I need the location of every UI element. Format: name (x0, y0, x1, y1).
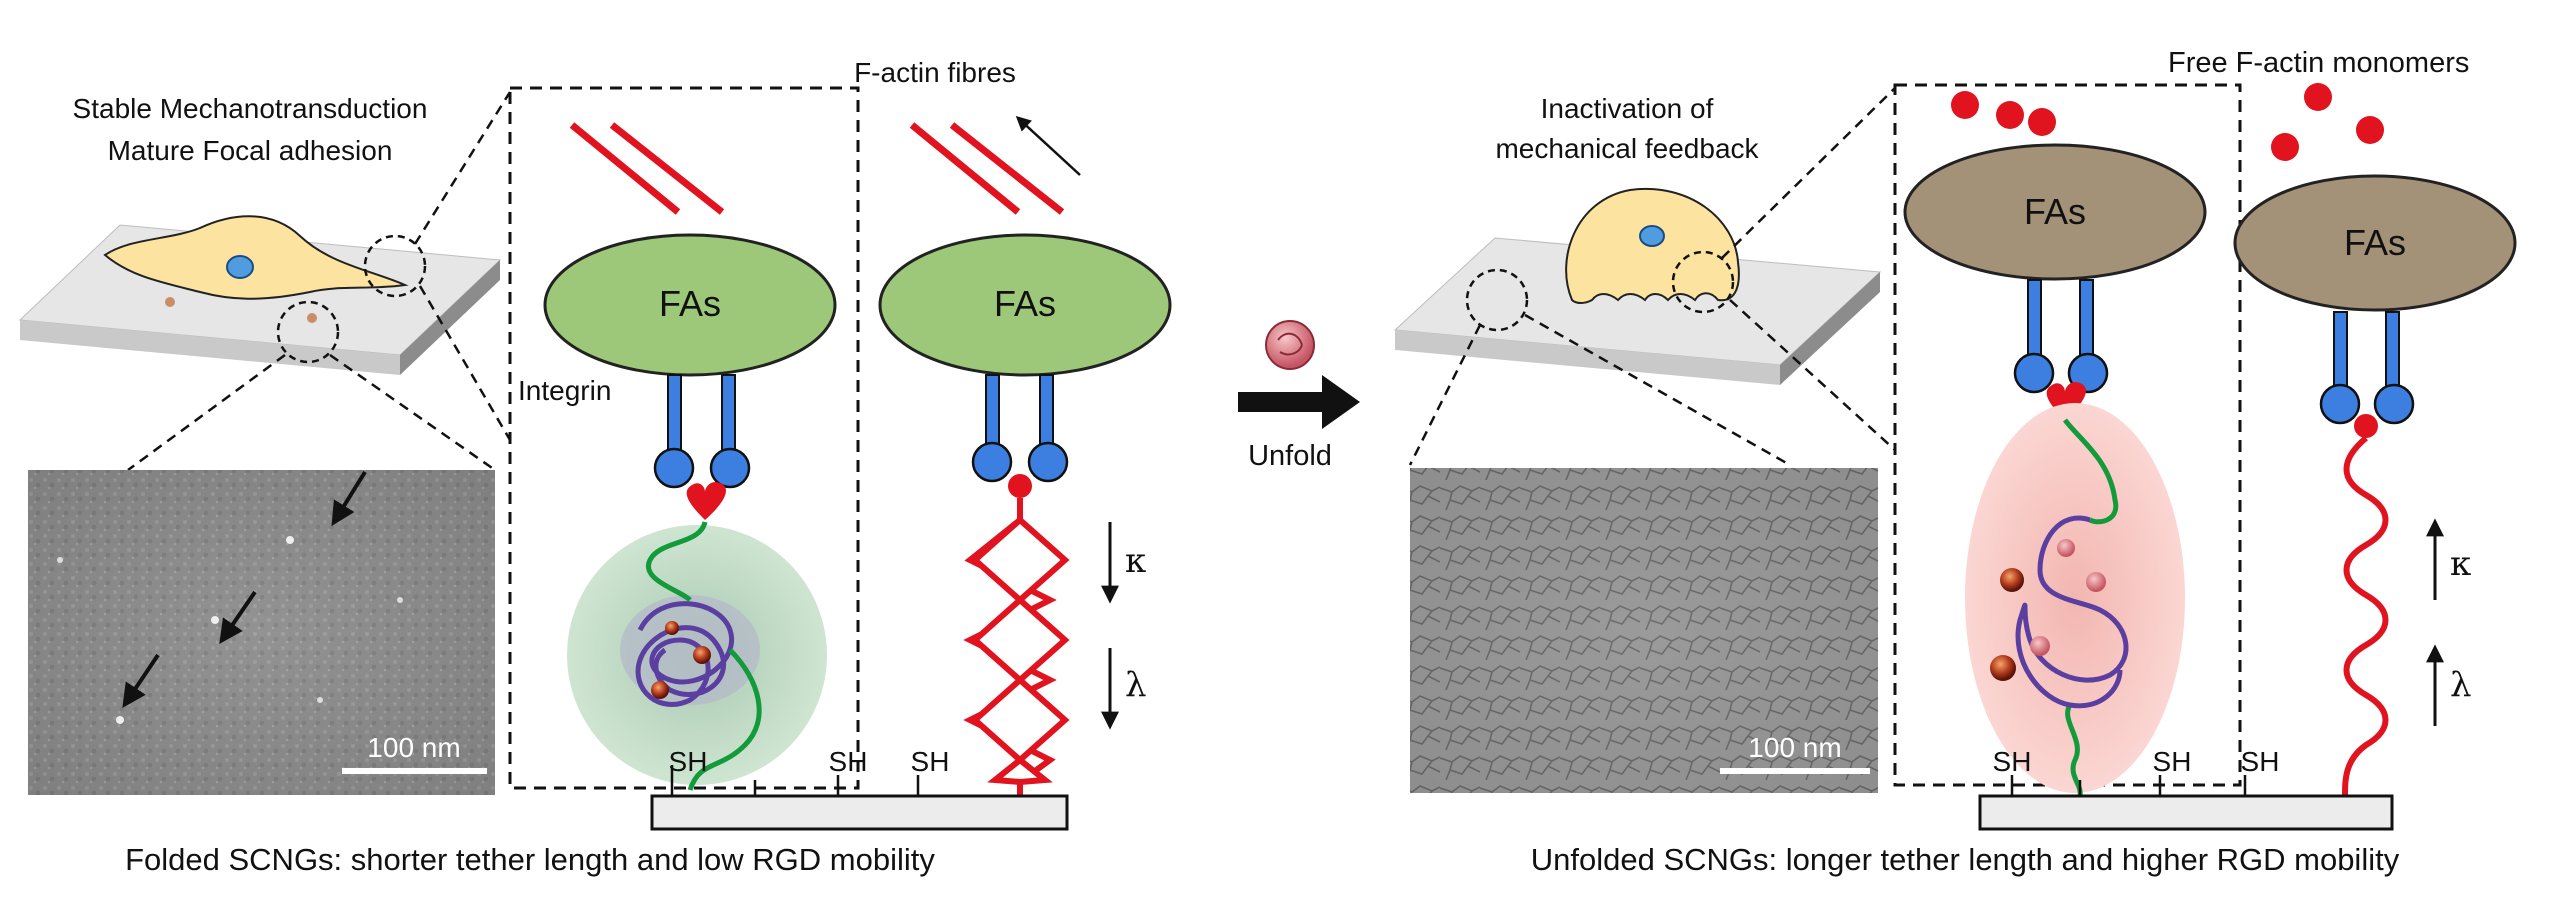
right-nucleus (1639, 225, 1665, 247)
sem-arrow (219, 590, 257, 644)
right-fa-label-2: FAs (2344, 222, 2406, 263)
left-fa-label-2: FAs (994, 283, 1056, 324)
left-fa-ellipse-2 (878, 233, 1172, 377)
right-kappa: κ (2450, 544, 2471, 584)
left-panel: Stable Mechanotransduction Mature Focal … (18, 57, 1172, 877)
nanoparticle (665, 621, 679, 635)
left-zoom-circle (363, 234, 427, 298)
scale-bar (342, 768, 487, 774)
right-caption: Unfolded SCNGs: longer tether length and… (1531, 842, 2400, 877)
right-dashed-box (1893, 83, 2242, 787)
right-scale-bar-label: 100 nm (1748, 732, 1841, 763)
nanoparticle (2057, 539, 2075, 557)
actin-monomer (1951, 91, 1979, 119)
unfolded-tether (2063, 418, 2119, 796)
left-sh-label: SH (829, 746, 868, 777)
integrin-label: Integrin (518, 375, 611, 406)
nanoparticle (2000, 568, 2024, 592)
actin-monomer (2271, 133, 2299, 161)
right-actin-fibre (949, 122, 1065, 215)
left-actin-fibre (609, 122, 725, 215)
left-scale-bar-label: 100 nm (367, 732, 460, 763)
right-header-line1: Inactivation of (1541, 93, 1714, 124)
left-caption: Folded SCNGs: shorter tether length and … (125, 842, 935, 877)
middle-transition: Unfold (1238, 320, 1360, 472)
nanoparticle (2030, 636, 2050, 656)
sem-arrow (122, 653, 160, 708)
right-substrate (1393, 237, 1882, 385)
left-base-bar (650, 794, 1069, 831)
scale-bar (1720, 768, 1870, 774)
unfold-arrow (1238, 375, 1360, 429)
left-lambda: λ (1125, 665, 1147, 705)
right-sh-label: SH (2153, 746, 2192, 777)
right-panel: Inactivation of mechanical feedback 100 … (1393, 47, 2517, 877)
left-factin-label: F-actin fibres (854, 57, 1016, 88)
left-nucleus (226, 255, 254, 279)
right-sem-image: 100 nm (1410, 468, 1878, 793)
right-sh-label: SH (2241, 746, 2280, 777)
unfold-agent-icon (1265, 320, 1315, 370)
actin-monomer (1996, 101, 2024, 129)
right-lambda: λ (2450, 665, 2472, 705)
left-dashed-box (508, 86, 860, 790)
actin-monomer (2304, 83, 2332, 111)
left-integrin (653, 374, 751, 489)
right-fa-ellipse (1903, 143, 2207, 281)
left-header-line2: Mature Focal adhesion (108, 135, 393, 166)
nanoparticle (2086, 572, 2106, 592)
right-actin-fibre (909, 122, 1021, 215)
right-sh-label: SH (1993, 746, 2032, 777)
left-cell (103, 215, 409, 300)
left-cell-dot (307, 313, 317, 323)
actin-direction-arrow (1015, 115, 1081, 176)
right-base-bar (1978, 794, 2394, 831)
right-fa-label: FAs (2024, 191, 2086, 232)
right-integrin-b (2319, 311, 2415, 438)
unfold-label: Unfold (1248, 440, 1332, 472)
left-actin-fibre (569, 122, 681, 215)
spring-diamonds (970, 515, 1070, 786)
left-rgd-heart (686, 482, 726, 520)
actin-monomer (2028, 108, 2056, 136)
right-integrin-a (2013, 279, 2109, 394)
right-zoom-circle (1465, 268, 1529, 332)
left-zoom-circle (276, 300, 340, 364)
left-header-line1: Stable Mechanotransduction (73, 93, 428, 124)
nanoparticle (651, 681, 669, 699)
left-sh-label: SH (669, 746, 708, 777)
left-fa-label: FAs (659, 283, 721, 324)
wavy-tether (2342, 435, 2389, 797)
right-fa-ellipse-2 (2233, 174, 2517, 312)
unfolded-halo (1965, 403, 2185, 793)
left-fa-ellipse (543, 233, 837, 377)
folded-polymer (635, 601, 735, 707)
left-cell-dot (165, 297, 175, 307)
nanoparticle (1990, 655, 2016, 681)
right-header-line2: mechanical feedback (1495, 133, 1759, 164)
right-zoom-circle (1671, 250, 1735, 314)
nanoparticle (693, 646, 711, 664)
left-kappa: κ (1125, 541, 1146, 581)
sem-arrow (331, 470, 367, 527)
left-sem-image: 100 nm (28, 470, 495, 795)
unfolded-polymer (2015, 515, 2129, 709)
monomer-label: Free F-actin monomers (2168, 47, 2469, 79)
actin-monomer (2356, 116, 2384, 144)
folded-tether (645, 521, 762, 791)
right-integrin (971, 374, 1069, 498)
left-sh-label: SH (911, 746, 950, 777)
